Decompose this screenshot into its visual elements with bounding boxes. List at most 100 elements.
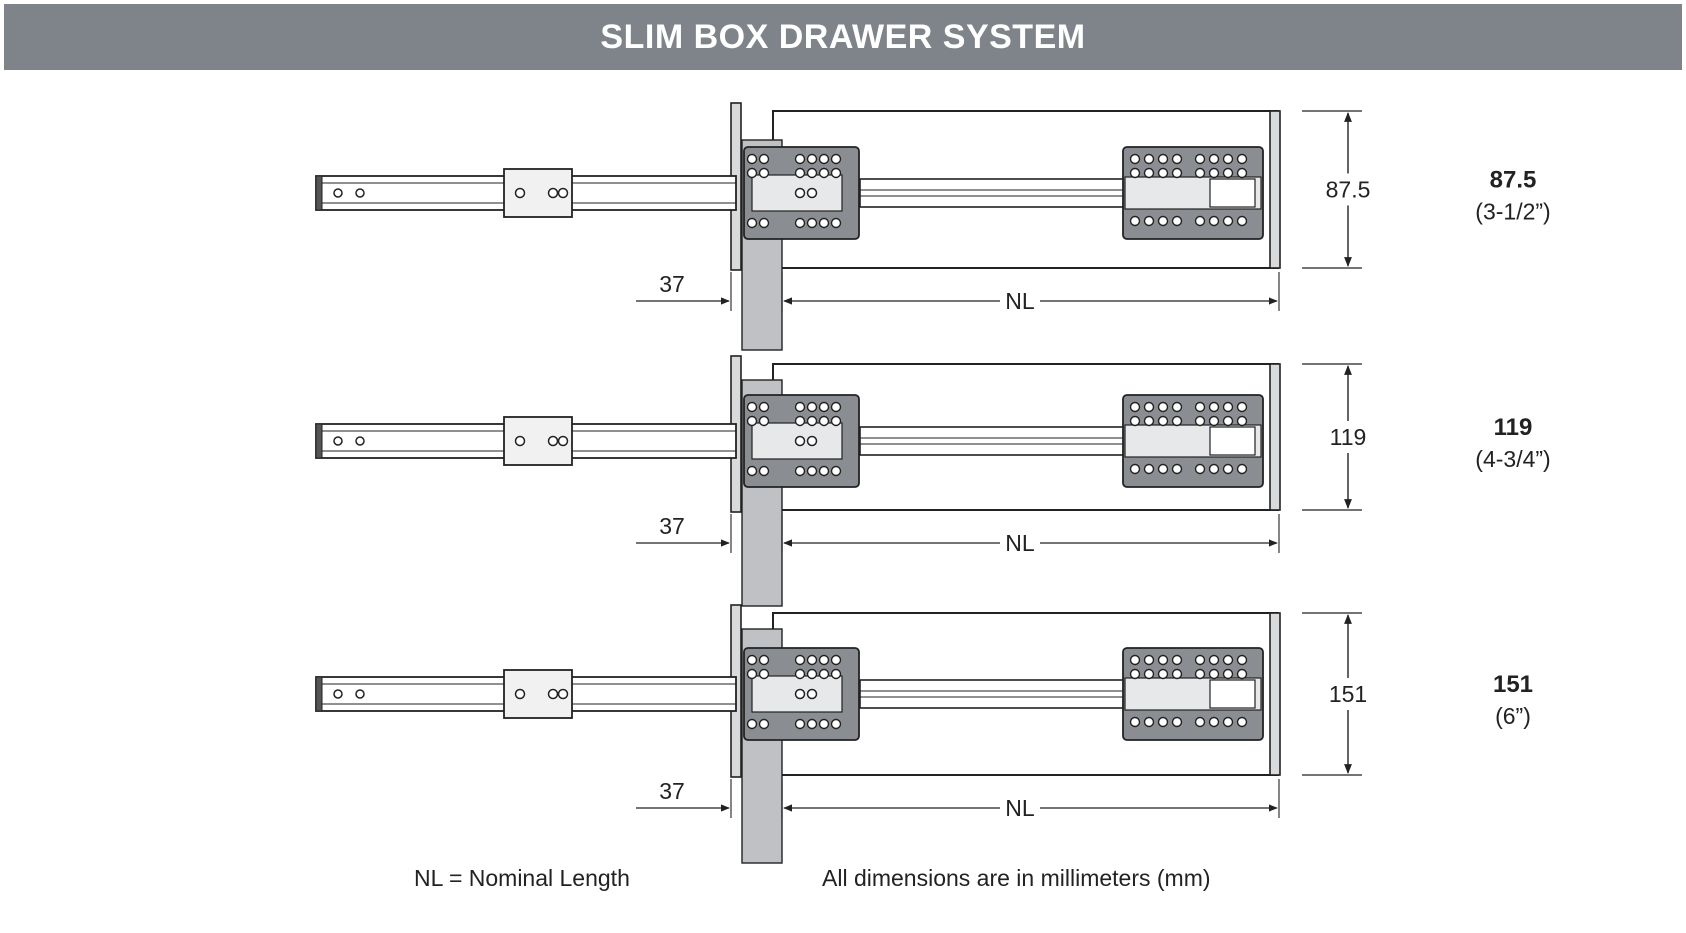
mounting-hole [1143,415,1155,427]
carriage-hole [557,688,569,700]
mounting-hole [1143,215,1155,227]
mounting-hole [758,718,770,730]
mounting-hole [1222,415,1234,427]
mounting-hole [1143,716,1155,728]
mounting-hole [1157,153,1169,165]
mounting-hole [1157,668,1169,680]
mounting-hole [818,167,830,179]
mounting-hole [830,718,842,730]
mounting-hole [1194,415,1206,427]
carriage-hole [547,688,559,700]
mounting-hole [1129,716,1141,728]
carriage-hole [514,688,526,700]
mounting-hole [1236,654,1248,666]
mounting-hole [818,668,830,680]
mounting-hole [1171,716,1183,728]
nl-dimension-label: NL [1005,530,1035,556]
bracket-hole [806,435,818,447]
mounting-hole [1222,153,1234,165]
mounting-hole [1157,401,1169,413]
mounting-hole [1208,716,1220,728]
mounting-hole [1143,167,1155,179]
mounting-hole [818,217,830,229]
mounting-hole [806,401,818,413]
rail-hole [355,689,365,699]
mounting-hole [1129,415,1141,427]
mounting-hole [1143,401,1155,413]
height-spec-mm: 151 [1493,671,1533,698]
dimension-37-label: 37 [659,778,685,804]
mounting-hole [830,654,842,666]
height-spec-inch: (3-1/2”) [1475,199,1550,225]
mounting-hole [1222,401,1234,413]
mounting-hole [746,167,758,179]
carriage-hole [557,435,569,447]
mounting-hole [1157,215,1169,227]
rear-mounting-bracket [1122,146,1264,240]
units-note: All dimensions are in millimeters (mm) [822,865,1211,891]
mounting-hole [1129,668,1141,680]
height-dimension-label: 87.5 [1326,177,1371,203]
mounting-hole [1194,215,1206,227]
nl-dimension-label: NL [1005,795,1035,821]
rail-hole [333,188,343,198]
height-spec-inch: (4-3/4”) [1475,446,1550,472]
rail-hole [355,436,365,446]
bracket-hole [794,688,806,700]
mounting-hole [1129,167,1141,179]
mounting-hole [1222,668,1234,680]
rail-hole [355,188,365,198]
mounting-hole [1208,654,1220,666]
mounting-hole [1171,215,1183,227]
carriage-hole [514,187,526,199]
mounting-hole [806,217,818,229]
mounting-hole [1222,654,1234,666]
mounting-hole [1171,401,1183,413]
mounting-hole [818,153,830,165]
mounting-hole [1236,153,1248,165]
carriage-hole [547,187,559,199]
mounting-hole [1208,463,1220,475]
mounting-hole [1236,415,1248,427]
mounting-hole [794,153,806,165]
mounting-hole [758,415,770,427]
mounting-hole [1236,167,1248,179]
mounting-hole [746,668,758,680]
bracket-hole [806,187,818,199]
height-spec-mm: 119 [1494,414,1533,441]
mounting-hole [1236,668,1248,680]
nl-dimension-label: NL [1005,288,1035,314]
mounting-hole [794,718,806,730]
rear-panel [1269,110,1281,269]
mounting-hole [818,401,830,413]
mounting-hole [1171,167,1183,179]
mounting-hole [1143,654,1155,666]
mounting-hole [1129,153,1141,165]
mounting-hole [1194,463,1206,475]
mounting-hole [758,401,770,413]
mounting-hole [1143,463,1155,475]
mounting-hole [794,668,806,680]
mounting-hole [1171,654,1183,666]
mounting-hole [746,415,758,427]
rail-end-cap [315,175,323,211]
dimension-37-label: 37 [659,513,685,539]
mounting-hole [758,465,770,477]
mounting-hole [818,465,830,477]
mounting-hole [806,415,818,427]
mounting-hole [830,167,842,179]
mounting-hole [794,217,806,229]
rear-mounting-bracket [1122,647,1264,741]
carriage-hole [514,435,526,447]
mounting-hole [794,415,806,427]
mounting-hole [1171,415,1183,427]
mounting-hole [1129,215,1141,227]
height-dimension-label: 151 [1329,681,1367,707]
rear-panel [1269,363,1281,511]
height-spec-mm: 87.5 [1490,167,1537,194]
bracket-hole [794,187,806,199]
mounting-hole [1129,401,1141,413]
mounting-hole [746,718,758,730]
